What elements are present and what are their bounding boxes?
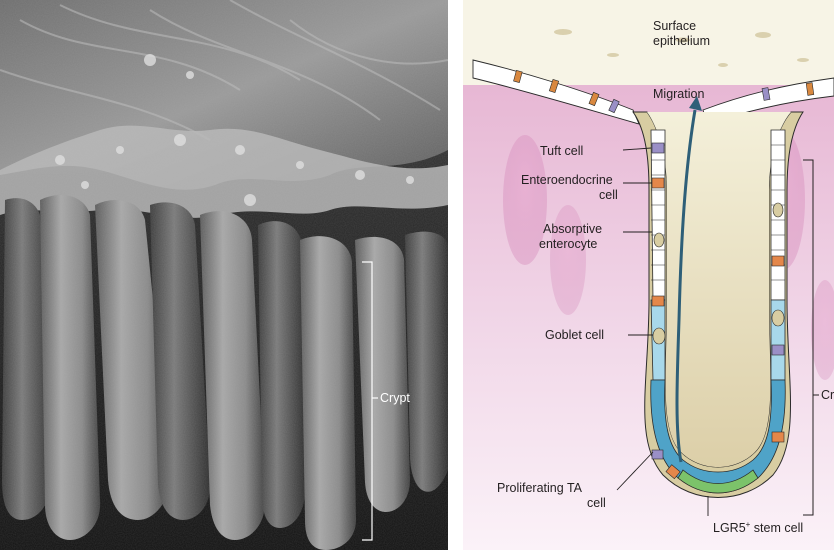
absorptive-enterocyte-label: Absorptive enterocyte — [539, 222, 606, 251]
sem-micrograph: Crypt — [0, 0, 448, 550]
crypt-label-left: Crypt — [380, 391, 410, 405]
crypt-schematic: Surface epithelium Migration Tuft cell E… — [463, 0, 834, 550]
goblet-cell-label: Goblet cell — [545, 328, 604, 342]
tuft-cell-label: Tuft cell — [540, 144, 583, 158]
migration-label: Migration — [653, 87, 704, 101]
stem-cell-label: LGR5+ stem cell — [713, 520, 803, 535]
crypt-label-right: Crypt — [821, 388, 834, 402]
crypt-schematic-drawing: Surface epithelium Migration Tuft cell E… — [463, 0, 834, 550]
sem-micrograph-image: Crypt — [0, 0, 448, 550]
